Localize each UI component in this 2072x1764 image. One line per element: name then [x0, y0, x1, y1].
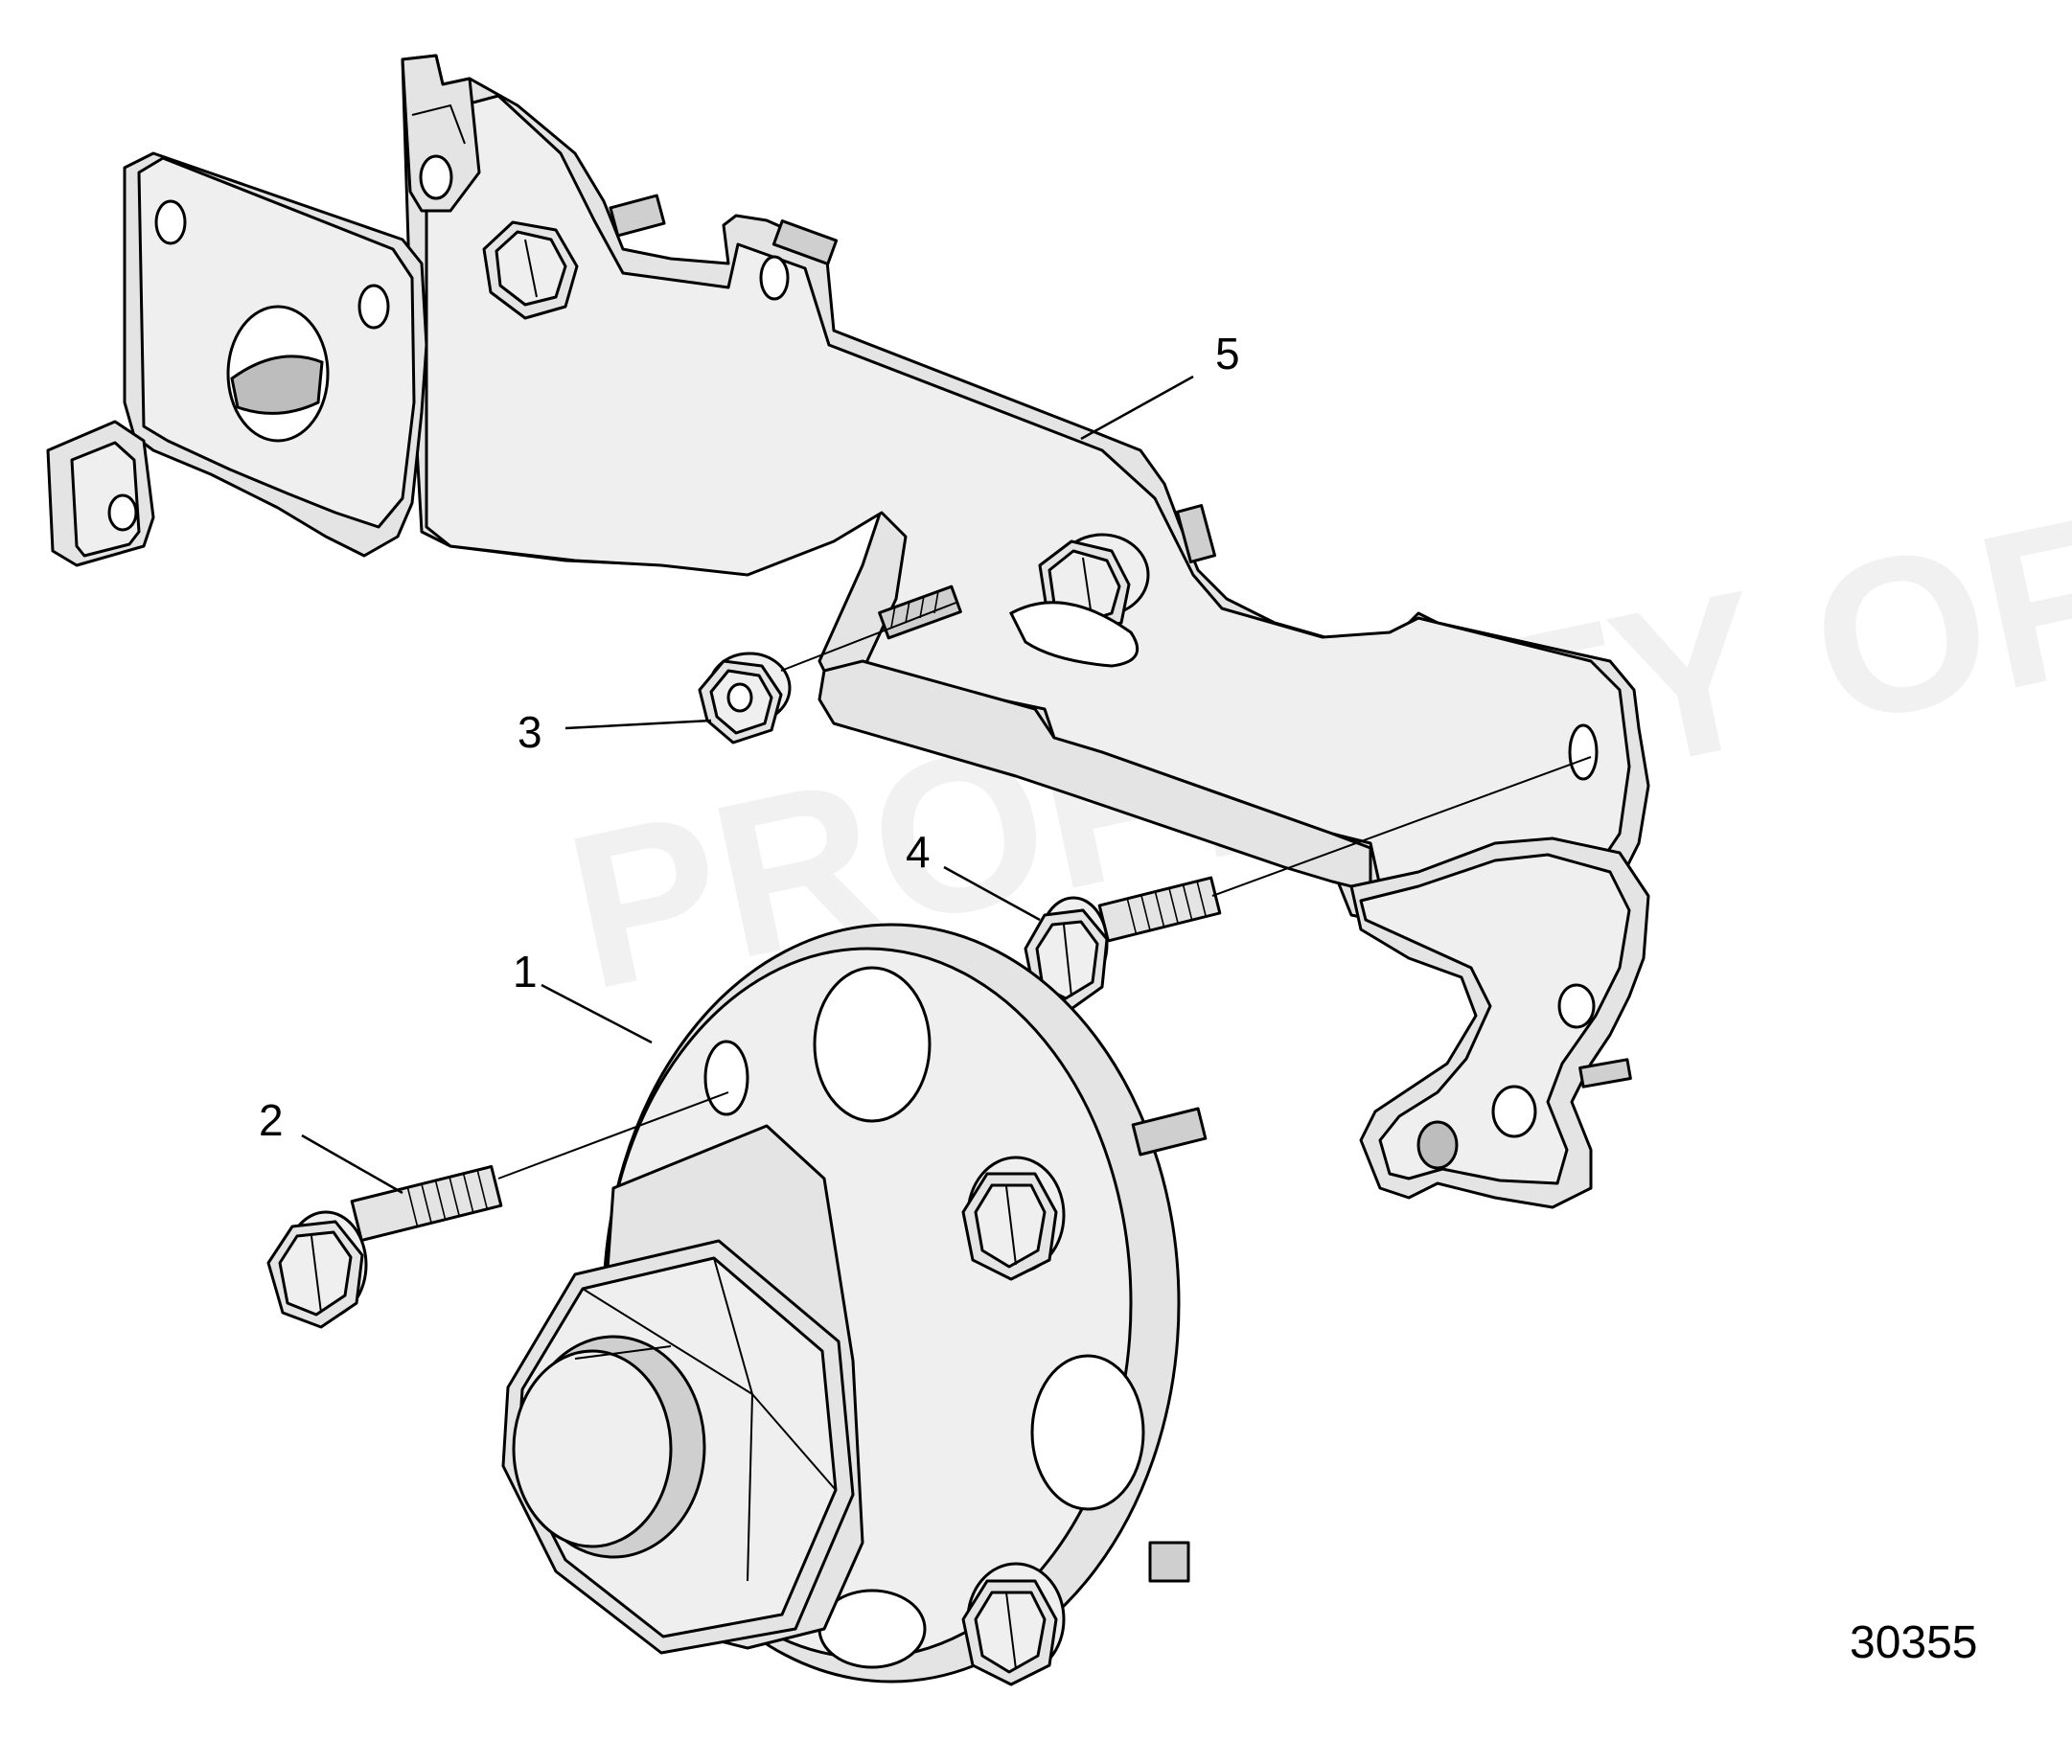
leader-3: [564, 719, 712, 730]
bolt-part-4: [1024, 876, 1222, 1013]
hub-flange-part-1: [501, 923, 1208, 1686]
leader-lines: [301, 375, 1592, 1195]
assembly-line-nut-3: [780, 601, 959, 672]
flange-bolt-lower: [961, 1562, 1066, 1686]
callout-5: 5: [1215, 329, 1240, 378]
leader-5: [1080, 375, 1194, 441]
callout-labels: 5 3 4 1 2: [259, 329, 1240, 1145]
assembly-line-bolt-2: [497, 1091, 729, 1180]
bolt-part-2: [266, 1164, 503, 1329]
leader-1: [541, 983, 653, 1044]
hex-bolt-top: [482, 194, 666, 320]
bracket-part-5: [46, 54, 1650, 1209]
assembly-line-bolt-4: [1211, 756, 1592, 897]
callout-1: 1: [513, 947, 538, 997]
callout-4: 4: [906, 827, 931, 877]
callout-2: 2: [259, 1095, 284, 1145]
figure-number: 30355: [1850, 1617, 1977, 1668]
callout-3: 3: [518, 707, 542, 757]
leader-2: [301, 1134, 403, 1195]
leader-4: [943, 865, 1041, 922]
flange-bolt-upper: [961, 1156, 1066, 1281]
